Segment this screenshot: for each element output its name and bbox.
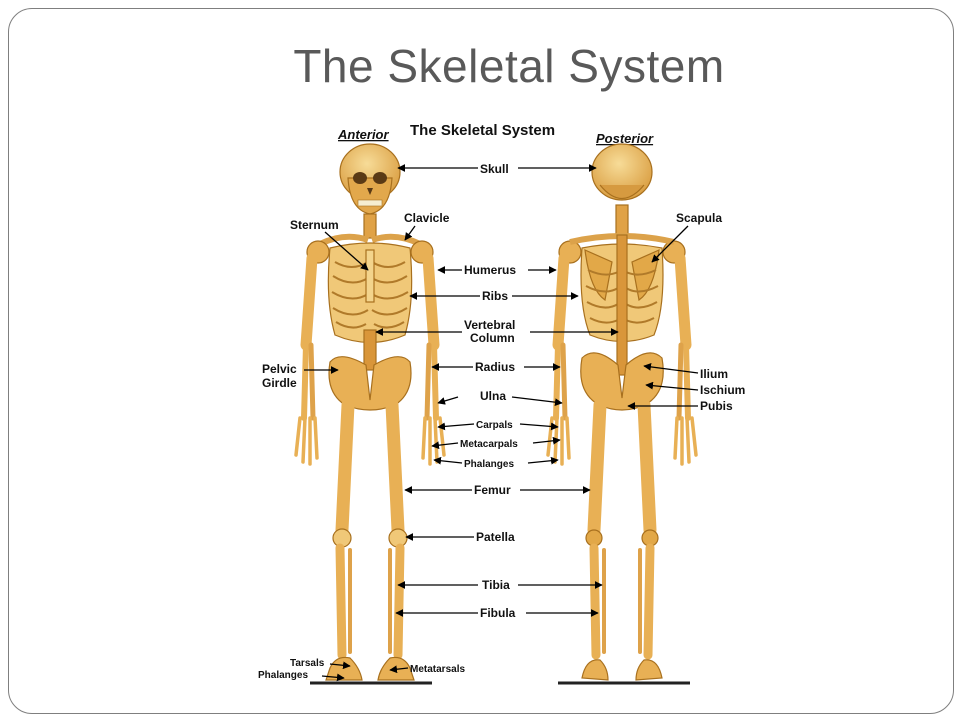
label-carpals: Carpals <box>476 420 513 431</box>
figure-title: The Skeletal System <box>410 122 555 139</box>
posterior-scapula-left <box>584 249 613 302</box>
label-girdle: Girdle <box>262 376 297 390</box>
label-fibula: Fibula <box>480 606 516 620</box>
anterior-eye-socket <box>373 172 387 184</box>
anterior-femur-left <box>335 398 355 537</box>
label-metatarsals: Metatarsals <box>410 664 465 675</box>
label-humerus: Humerus <box>464 263 516 277</box>
anterior-teeth <box>357 199 383 207</box>
label-ilium: Ilium <box>700 367 728 381</box>
anterior-eye-socket <box>353 172 367 184</box>
anterior-skeleton <box>294 143 446 681</box>
label-ribs: Ribs <box>482 289 508 303</box>
anterior-spine <box>363 329 377 371</box>
label-tarsals: Tarsals <box>290 658 325 669</box>
label-clavicle: Clavicle <box>404 211 450 225</box>
anterior-hand-left <box>294 416 319 466</box>
label-femur: Femur <box>474 483 511 497</box>
label-phalanges-hand: Phalanges <box>464 459 514 470</box>
label-pubis: Pubis <box>700 399 733 413</box>
label-tibia: Tibia <box>482 578 510 592</box>
posterior-spine <box>616 234 628 376</box>
posterior-heading: Posterior <box>596 131 654 146</box>
label-ulna: Ulna <box>480 389 506 403</box>
slide-title: The Skeletal System <box>293 40 725 92</box>
posterior-jaw <box>599 184 645 200</box>
label-vertebral: Vertebral <box>464 318 515 332</box>
label-pelvic: Pelvic <box>262 362 297 376</box>
anterior-heading: Anterior <box>337 127 390 142</box>
posterior-skeleton <box>546 143 698 681</box>
arrows <box>304 164 699 682</box>
label-metacarpals: Metacarpals <box>460 439 518 450</box>
label-column: Column <box>470 331 515 345</box>
label-skull: Skull <box>480 162 509 176</box>
label-sternum: Sternum <box>290 218 339 232</box>
label-radius: Radius <box>475 360 515 374</box>
anterior-femur-right <box>385 398 405 537</box>
labels: Skull Sternum Clavicle Scapula Humerus R… <box>258 162 745 681</box>
anterior-jaw <box>347 177 393 215</box>
anterior-nasal <box>367 188 373 195</box>
posterior-hand-right <box>673 416 698 466</box>
label-ischium: Ischium <box>700 383 745 397</box>
label-scapula: Scapula <box>676 211 722 225</box>
slide: The Skeletal System <box>8 8 954 714</box>
anterior-humerus-left <box>300 252 318 351</box>
label-phalanges-foot: Phalanges <box>258 670 308 681</box>
anterior-humerus-right <box>422 252 440 351</box>
label-patella: Patella <box>476 530 515 544</box>
anterior-sternum <box>365 249 375 303</box>
posterior-neck <box>615 204 629 236</box>
anterior-hand-right <box>421 416 446 466</box>
anterior-neck <box>363 213 377 239</box>
